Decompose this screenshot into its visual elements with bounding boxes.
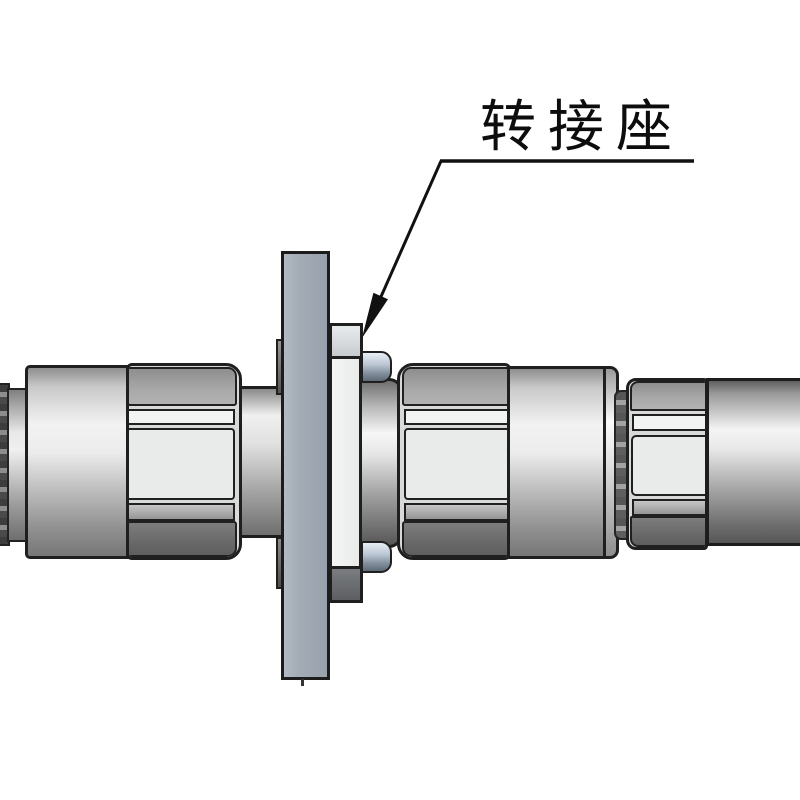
small-nut-bottom-face: [630, 516, 705, 547]
right-connector-barrel: [507, 366, 607, 559]
small-nut-edge-highlight: [632, 414, 705, 431]
left-nut-edge-highlight: [129, 409, 235, 425]
right-cable-cylinder: [706, 378, 800, 546]
left-nut-top-face: [129, 367, 237, 406]
adapter-seat-screw-top: [361, 351, 392, 383]
plate-bottom-tick: [301, 679, 304, 686]
small-nut-front-face: [631, 435, 705, 496]
left-nut-bottom-face: [129, 521, 237, 557]
right-nut-top-face: [402, 367, 508, 406]
adapter-seat-screw-bottom: [361, 541, 392, 573]
leader-line: [370, 160, 443, 318]
leader-arrowhead-icon: [362, 292, 388, 338]
part-label-adapter-seat: 转接座: [480, 95, 684, 160]
small-nut-lower-edge: [632, 499, 705, 516]
left-nut-lower-edge: [129, 503, 235, 521]
adapter-seat-flange-face: [329, 356, 362, 569]
right-coupling-nut: [397, 363, 511, 560]
left-nut-front-face: [129, 428, 235, 500]
left-connector-barrel: [25, 365, 129, 559]
left-connector-shaft: [238, 386, 284, 538]
left-coupling-nut: [126, 363, 242, 560]
right-nut-edge-highlight: [404, 409, 508, 425]
adapter-seat-flange-top: [329, 323, 363, 359]
adapter-seat-flange-bottom: [329, 566, 363, 603]
small-coupling-nut: [626, 378, 708, 550]
mounting-plate: [281, 251, 330, 680]
right-nut-lower-edge: [404, 503, 508, 521]
small-nut-top-face: [630, 381, 705, 411]
right-nut-bottom-face: [402, 521, 508, 557]
left-collar: [7, 388, 27, 542]
right-nut-front-face: [404, 428, 508, 500]
